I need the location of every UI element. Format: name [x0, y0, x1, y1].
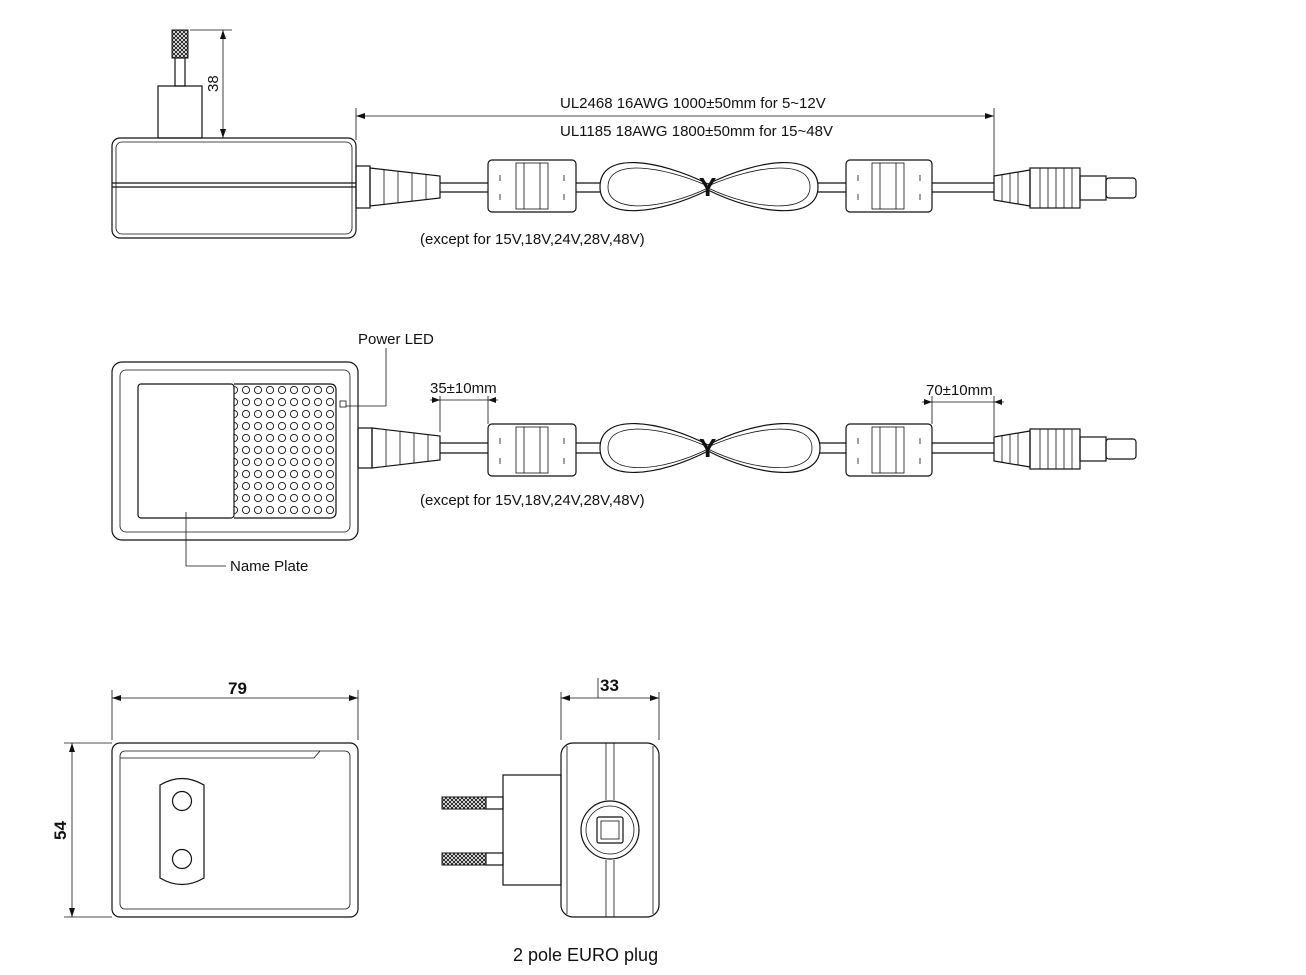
power-led-leader — [346, 348, 387, 407]
euro-pin-upper — [441, 796, 504, 810]
top-pin-dimension: 38 — [190, 29, 232, 139]
right-strip-label: 70±10mm — [926, 382, 993, 399]
name-plate-area — [137, 383, 235, 519]
top-dc-plug — [993, 167, 1137, 209]
plug-side-view: 33 2 pole EURO plug — [441, 676, 660, 965]
pin-length-label: 38 — [205, 75, 222, 92]
front-view: 79 54 — [51, 679, 359, 918]
side-y-marker: Y — [699, 433, 716, 463]
side-strain-relief — [357, 427, 441, 469]
top-pin-tip — [171, 29, 189, 59]
top-ferrite-core-1 — [487, 159, 577, 213]
top-y-marker: Y — [699, 172, 716, 202]
left-strip-dimension: 35±10mm — [430, 380, 498, 432]
socket-hole-lower — [171, 848, 193, 870]
euro-pin-lower — [441, 852, 504, 866]
side-dc-plug — [993, 428, 1137, 470]
side-cable-coil: Y — [599, 423, 821, 473]
plug-pin-block — [502, 774, 562, 886]
name-plate-leader — [185, 512, 226, 567]
front-adapter-body — [111, 742, 359, 918]
power-led — [339, 400, 347, 408]
top-pin-shaft — [174, 57, 186, 87]
cable-spec-line-1: UL2468 16AWG 1000±50mm for 5~12V — [560, 95, 826, 112]
side-view: Power LED Name Plate 35±10mm — [111, 331, 1137, 575]
top-view: 38 Y — [111, 29, 1137, 248]
top-except-note: (except for 15V,18V,24V,28V,48V) — [420, 231, 645, 248]
top-pin-base — [157, 85, 203, 139]
top-cable-coil: Y — [599, 161, 819, 212]
width-dimension: 79 — [111, 679, 359, 740]
euro-socket — [159, 777, 205, 886]
width-label: 79 — [228, 679, 247, 698]
depth-label: 33 — [600, 676, 619, 695]
top-strain-relief — [355, 165, 441, 209]
side-ferrite-core-1 — [487, 423, 577, 477]
plug-body — [560, 742, 660, 918]
height-dimension: 54 — [51, 742, 112, 918]
plug-release-latch — [580, 800, 640, 860]
socket-hole-upper — [171, 790, 193, 812]
vent-hole-grid — [234, 383, 337, 519]
cable-length-dimension: UL2468 16AWG 1000±50mm for 5~12V UL1185 … — [355, 95, 995, 176]
side-except-note: (except for 15V,18V,24V,28V,48V) — [420, 492, 645, 509]
power-led-label: Power LED — [358, 331, 434, 348]
left-strip-label: 35±10mm — [430, 380, 497, 397]
height-label: 54 — [51, 821, 70, 840]
right-strip-dimension: 70±10mm — [922, 382, 1004, 436]
plug-caption: 2 pole EURO plug — [513, 945, 658, 965]
cable-spec-line-2: UL1185 18AWG 1800±50mm for 15~48V — [560, 123, 833, 140]
top-adapter-body — [111, 137, 357, 239]
side-ferrite-core-2 — [845, 423, 933, 477]
name-plate-label: Name Plate — [230, 558, 308, 575]
depth-dimension: 33 — [560, 676, 660, 740]
top-ferrite-core-2 — [845, 159, 933, 213]
